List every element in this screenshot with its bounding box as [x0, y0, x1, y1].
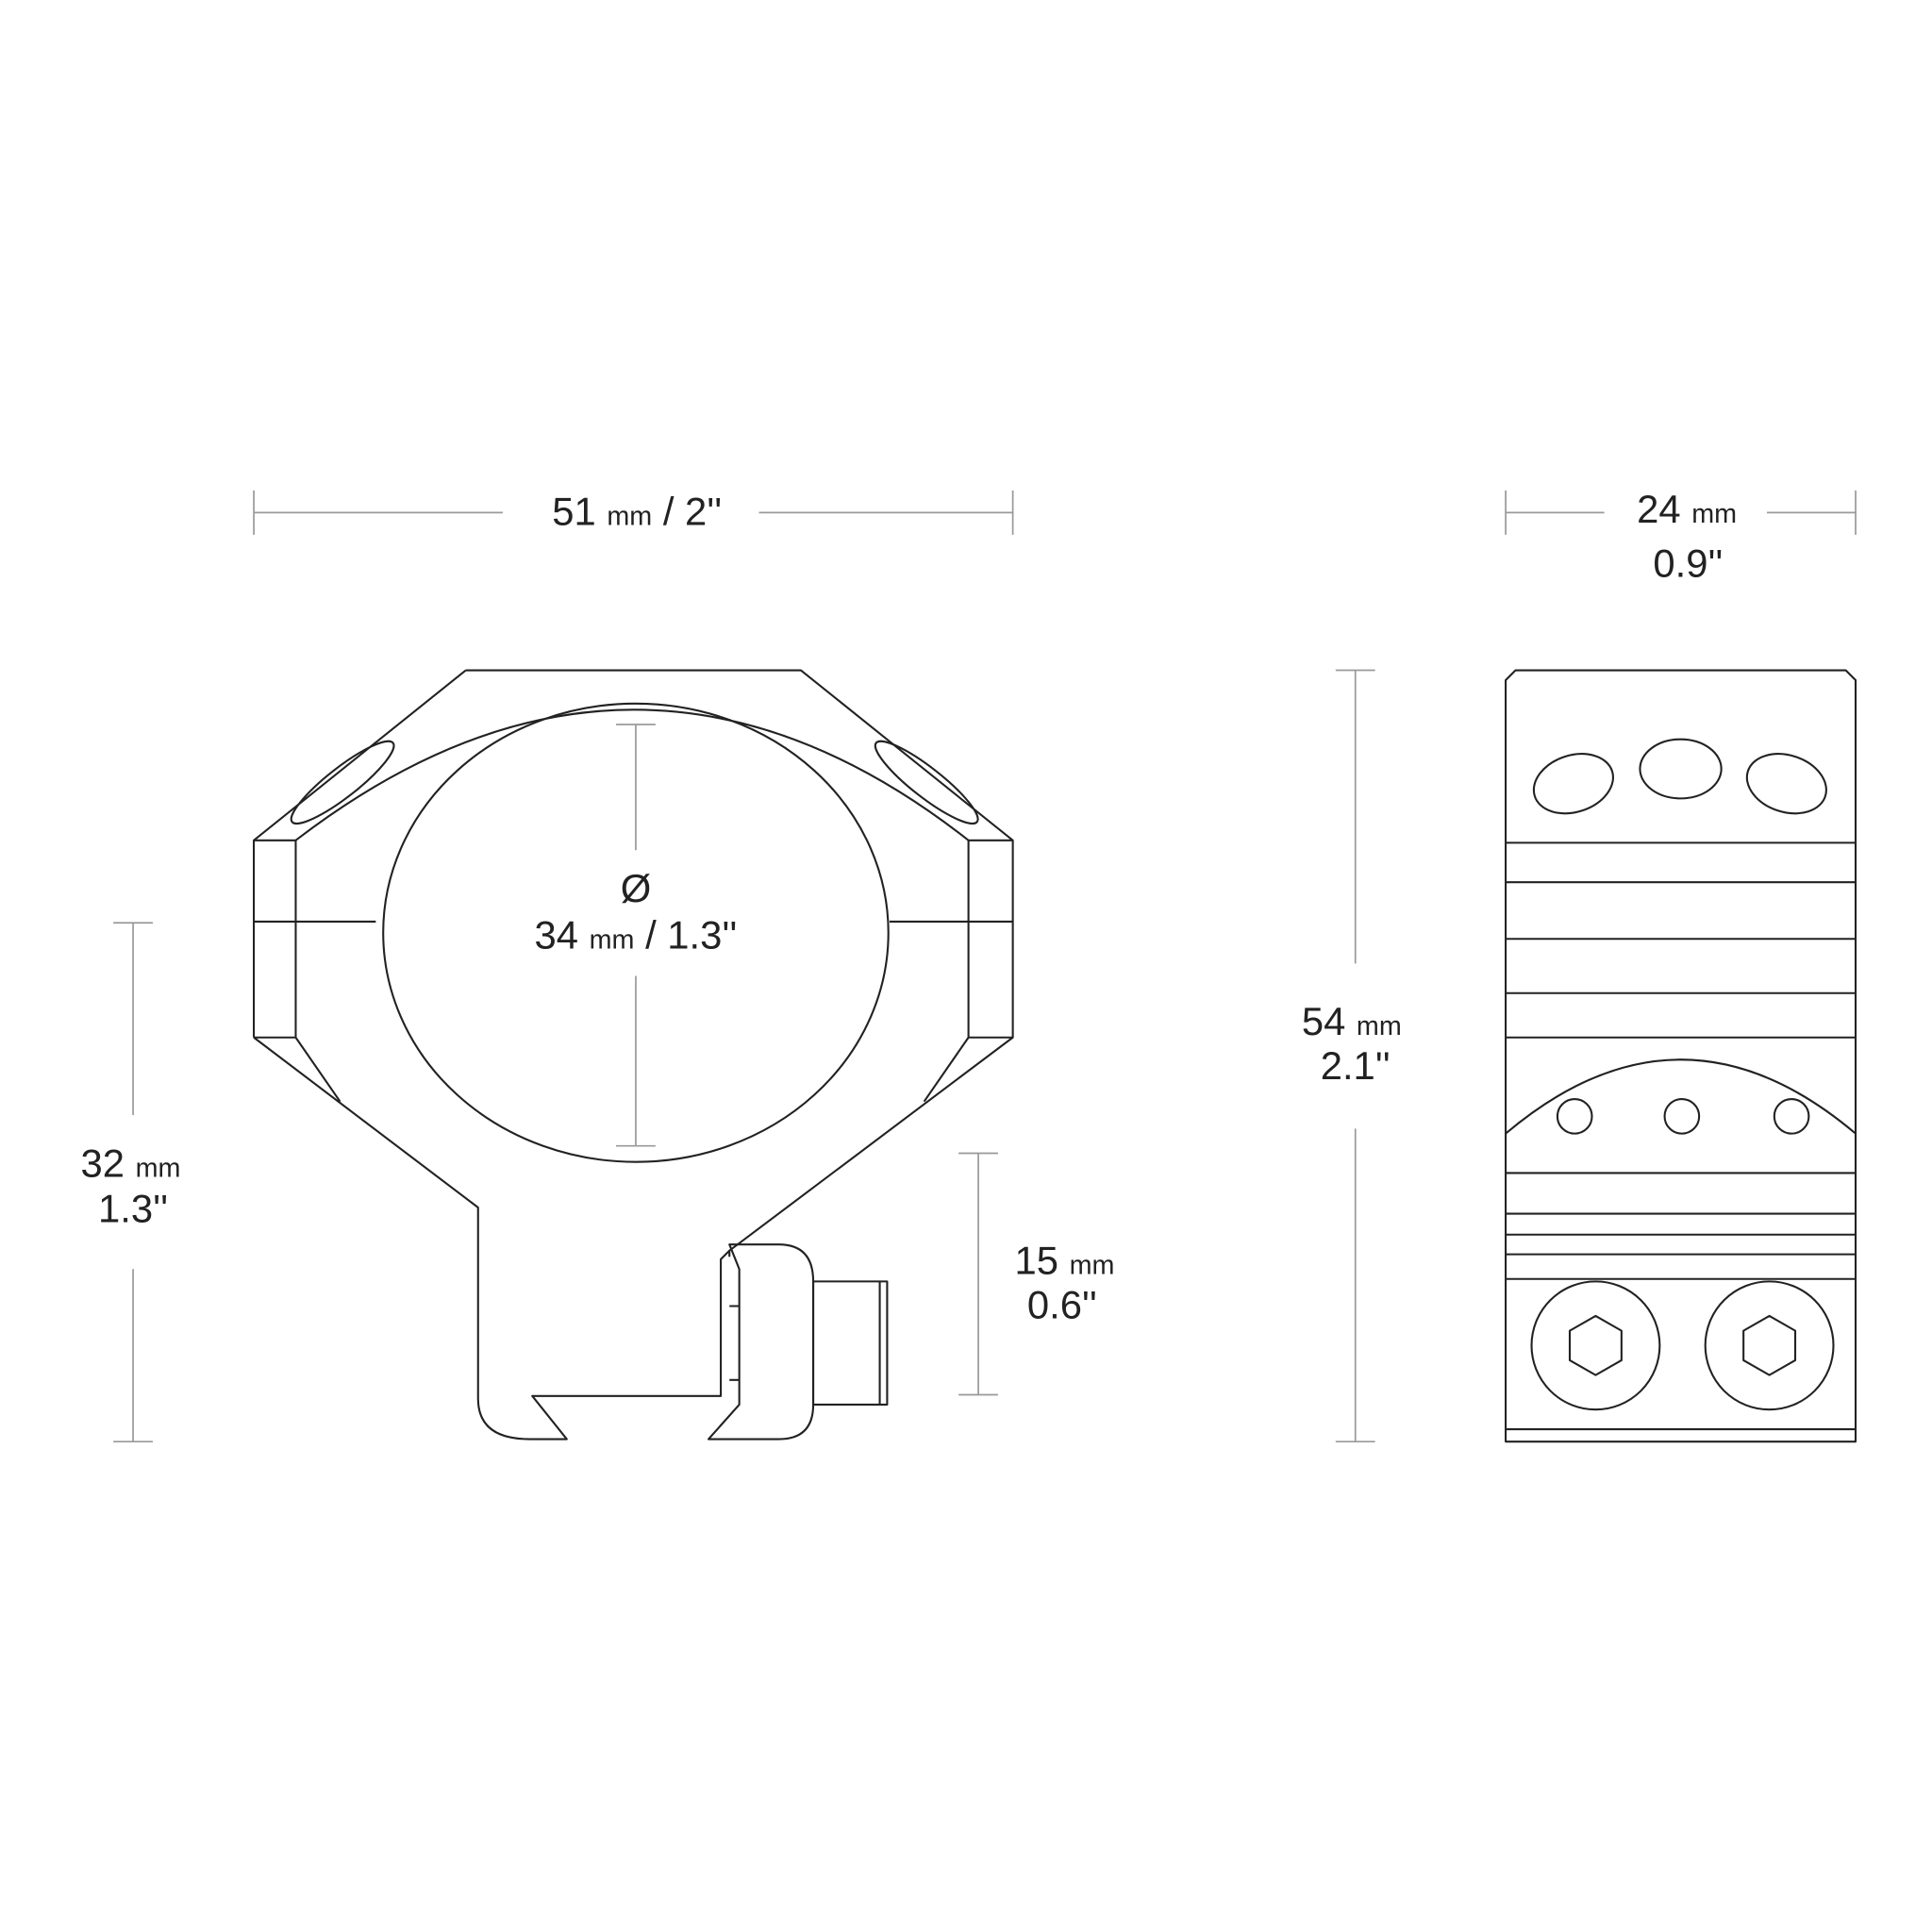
dim-imperial: / 1.3'' — [645, 913, 737, 958]
clamp-jaw — [707, 1243, 815, 1441]
dim-imperial: 2.1'' — [1321, 1043, 1391, 1088]
ring-slot-right — [874, 740, 979, 825]
side-pin — [1556, 1098, 1593, 1135]
bolt-head — [1530, 1280, 1661, 1411]
dim-imperial: / 2'' — [663, 489, 722, 533]
dim-height-center: 32 mm 1.3'' — [80, 922, 180, 1443]
side-outline — [1505, 669, 1857, 1443]
side-grooves — [1505, 841, 1857, 1431]
side-hole — [1639, 738, 1723, 800]
diameter-symbol: Ø — [621, 866, 652, 910]
svg-text:32 mm: 32 mm — [80, 1141, 180, 1185]
side-pin — [1773, 1098, 1810, 1135]
svg-text:54 mm: 54 mm — [1302, 999, 1402, 1043]
dim-value: 32 — [80, 1141, 124, 1185]
clamp-knob — [811, 1280, 889, 1407]
dim-value: 51 — [552, 489, 595, 533]
hex-socket-icon — [1742, 1314, 1797, 1376]
dim-width-front: 51 mm / 2'' — [253, 489, 1014, 535]
dim-unit: mm — [136, 1153, 181, 1183]
dim-width-side: 24 mm 0.9'' — [1505, 487, 1857, 585]
dim-value: 34 — [535, 913, 578, 958]
ring-bore — [382, 702, 890, 1163]
side-view-ring — [1505, 669, 1857, 1443]
ring-outline — [253, 669, 1014, 1441]
svg-text:15 mm: 15 mm — [1015, 1239, 1115, 1283]
dim-unit: mm — [590, 925, 635, 956]
dim-unit: mm — [607, 501, 652, 531]
dim-imperial: 0.6'' — [1027, 1283, 1097, 1327]
dim-value: 15 — [1015, 1239, 1058, 1283]
front-view-ring — [253, 669, 1014, 1441]
dim-clamp-height: 15 mm 0.6'' — [958, 1152, 1115, 1396]
dim-imperial: 0.9'' — [1653, 541, 1723, 585]
dim-value: 54 — [1302, 999, 1345, 1043]
hex-socket-icon — [1568, 1314, 1623, 1376]
svg-text:24 mm: 24 mm — [1637, 487, 1737, 531]
dim-unit: mm — [1357, 1011, 1402, 1041]
svg-text:51 mm / 2'': 51 mm / 2'' — [552, 489, 722, 533]
svg-text:34 mm / 1.3'': 34 mm / 1.3'' — [535, 913, 738, 958]
ring-block-lines — [254, 708, 1013, 1103]
ring-slot-left — [290, 740, 395, 825]
dim-imperial: 1.3'' — [98, 1187, 168, 1231]
bolt-head — [1704, 1280, 1835, 1411]
side-hole — [1532, 753, 1614, 815]
side-hole — [1745, 753, 1827, 815]
dim-unit: mm — [1691, 499, 1737, 529]
dim-height-total: 54 mm 2.1'' — [1302, 669, 1402, 1443]
dim-value: 24 — [1637, 487, 1680, 531]
dim-diameter: Ø 34 mm / 1.3'' — [535, 724, 738, 1147]
side-pin — [1663, 1098, 1701, 1135]
dim-unit: mm — [1070, 1251, 1115, 1281]
